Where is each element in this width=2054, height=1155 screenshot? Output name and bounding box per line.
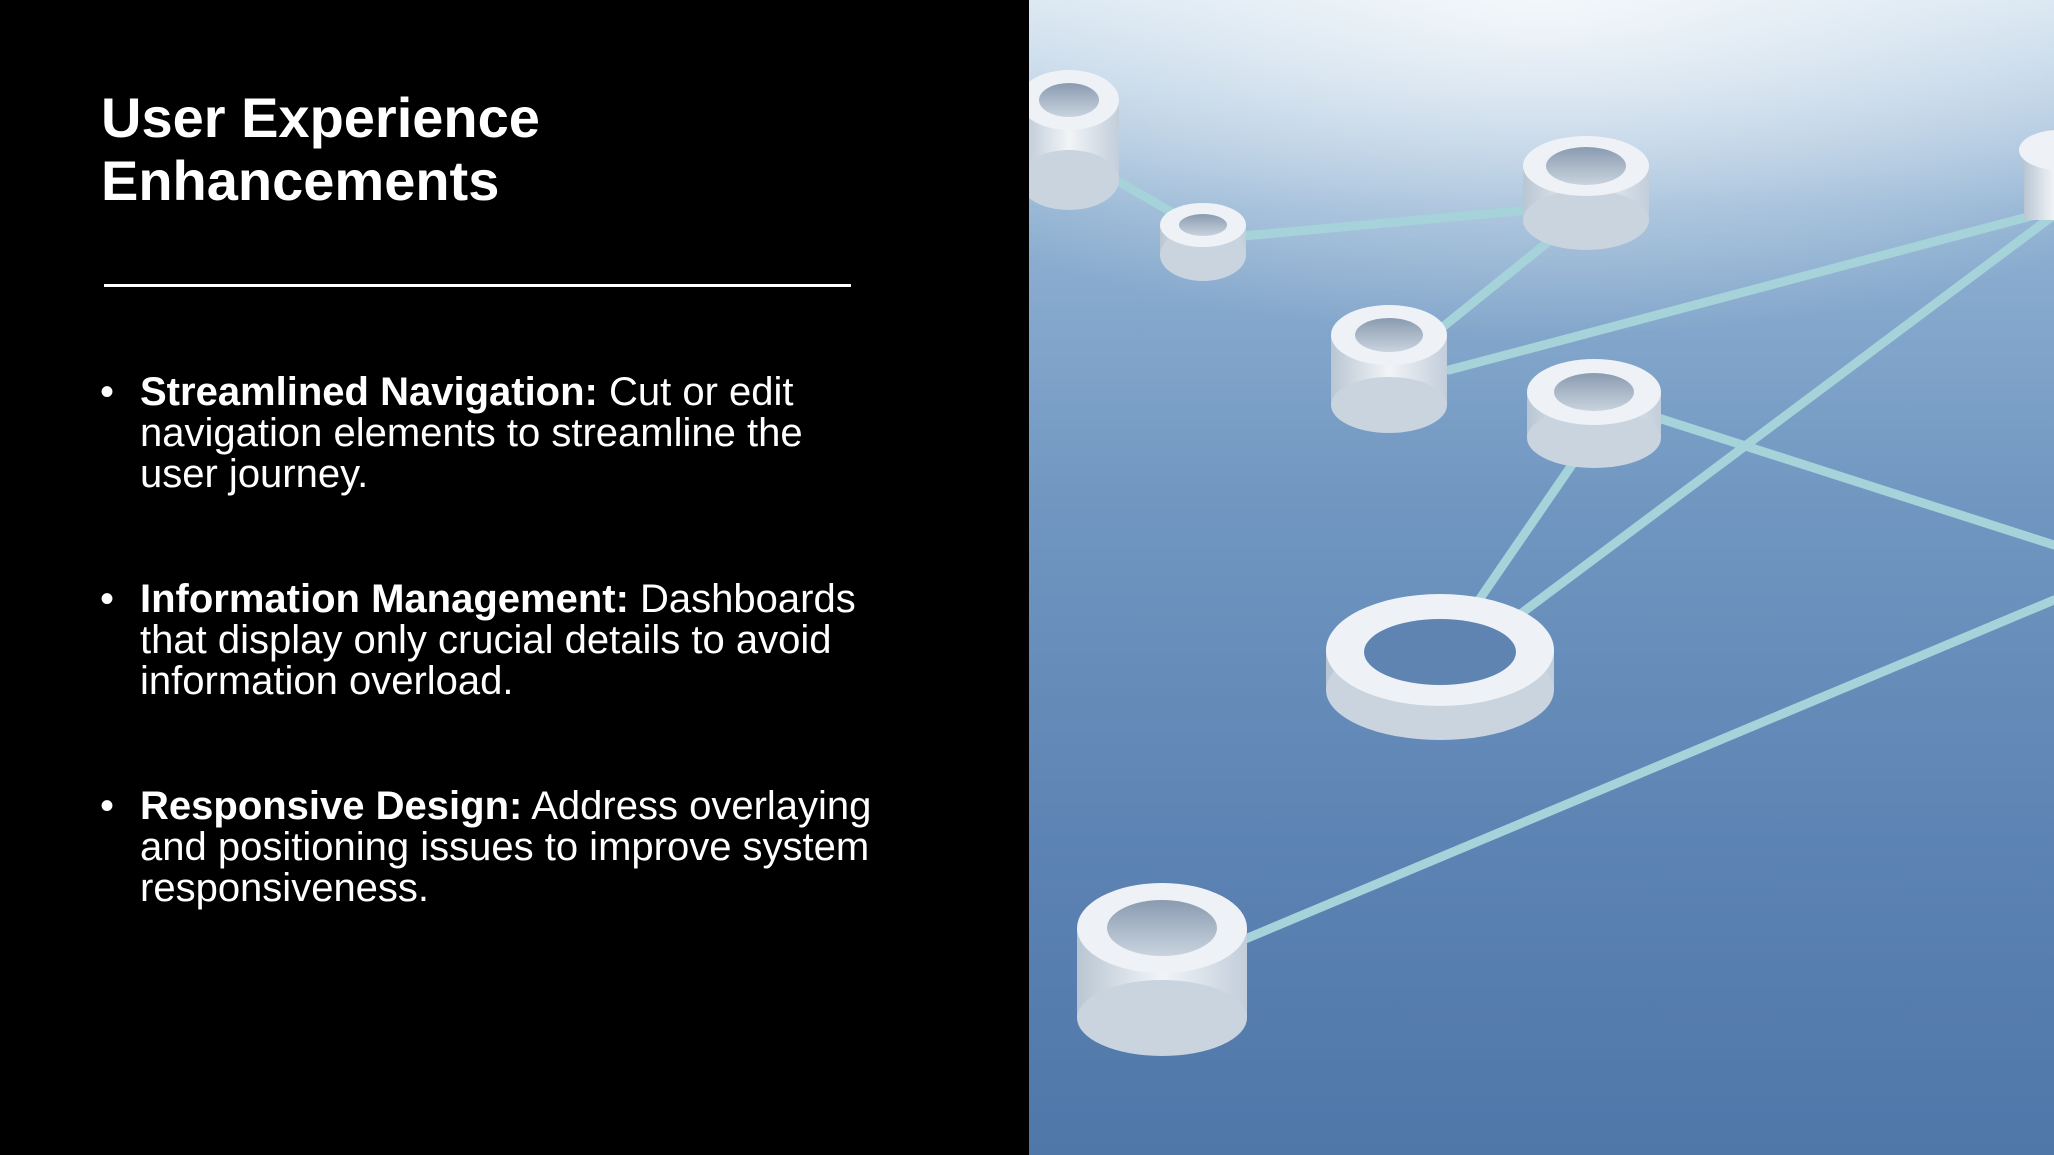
network-nodes-illustration [1029,0,2054,1155]
title-line-1: User Experience [101,86,540,149]
node-ring [1527,359,1661,468]
bullet-heading: Information Management: [140,577,629,621]
node-ring [1326,594,1554,740]
node-ring [1160,203,1246,281]
node-ring [1077,883,1247,1056]
bullet-icon: • [100,577,115,621]
node-ring [1523,136,1649,250]
bullet-heading: Streamlined Navigation: [140,370,598,414]
bullet-icon: • [100,370,115,414]
bullet-icon: • [100,784,115,828]
bullet-item: • Streamlined Navigation: Cut or edit na… [100,372,880,495]
bullet-item: • Responsive Design: Address overlaying … [100,786,880,909]
text-panel: User Experience Enhancements • Streamlin… [100,86,901,993]
node-ring [2019,130,2054,220]
bullet-list: • Streamlined Navigation: Cut or edit na… [100,372,880,993]
node-ring [1029,70,1119,210]
bullet-text: Dashboards that display only crucial det… [140,577,856,703]
node-ring [1331,305,1447,433]
bullet-heading: Responsive Design: [140,784,523,828]
title-divider [104,284,851,287]
title-line-2: Enhancements [101,149,500,212]
bullet-text: Cut or edit navigation elements to strea… [140,370,803,496]
network-illustration-svg [1029,0,2054,1056]
bullet-item: • Information Management: Dashboards tha… [100,579,880,702]
bullet-text: Address overlaying and positioning issue… [140,784,872,910]
slide-title: User Experience Enhancements [101,86,901,212]
